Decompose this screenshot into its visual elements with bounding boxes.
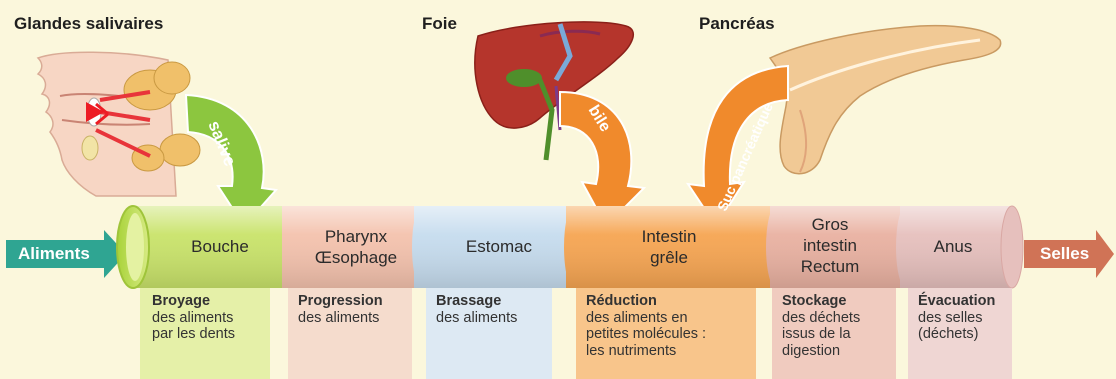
segment-label-pharynx: Pharynx Œsophage <box>296 226 416 268</box>
desc-body: des aliments <box>298 310 406 327</box>
segment-label-anus: Anus <box>908 236 998 257</box>
desc-estomac: Brassage des aliments <box>428 287 552 379</box>
desc-title: Broyage <box>152 293 264 310</box>
desc-bouche: Broyage des aliments par les dents <box>144 287 272 379</box>
pancreas-illustration <box>770 26 1001 174</box>
desc-title: Stockage <box>782 293 888 310</box>
desc-body: des aliments en petites molécules : les … <box>586 310 746 360</box>
desc-title: Évacuation <box>918 293 1004 310</box>
desc-anus: Évacuation des selles (déchets) <box>910 287 1012 379</box>
segment-label-bouche: Bouche <box>160 236 280 257</box>
desc-title: Brassage <box>436 293 544 310</box>
segment-label-estomac: Estomac <box>444 236 554 257</box>
desc-title: Réduction <box>586 293 746 310</box>
desc-body: des selles (déchets) <box>918 310 1004 343</box>
segment-label-intestin-grele: Intestin grêle <box>604 226 734 268</box>
desc-body: des aliments <box>436 310 544 327</box>
selles-label: Selles <box>1040 244 1089 264</box>
desc-pharynx: Progression des aliments <box>290 287 414 379</box>
mouth-illustration <box>38 52 200 196</box>
desc-gros-intestin: Stockage des déchets issus de la digesti… <box>774 287 896 379</box>
aliments-label: Aliments <box>18 244 90 264</box>
desc-body: des aliments par les dents <box>152 310 264 343</box>
segment-label-gros-intestin: Gros intestin Rectum <box>780 214 880 277</box>
desc-intestin-grele: Réduction des aliments en petites molécu… <box>578 287 754 379</box>
tube-end-right <box>1001 206 1023 288</box>
desc-body: des déchets issus de la digestion <box>782 310 888 360</box>
desc-title: Progression <box>298 293 406 310</box>
